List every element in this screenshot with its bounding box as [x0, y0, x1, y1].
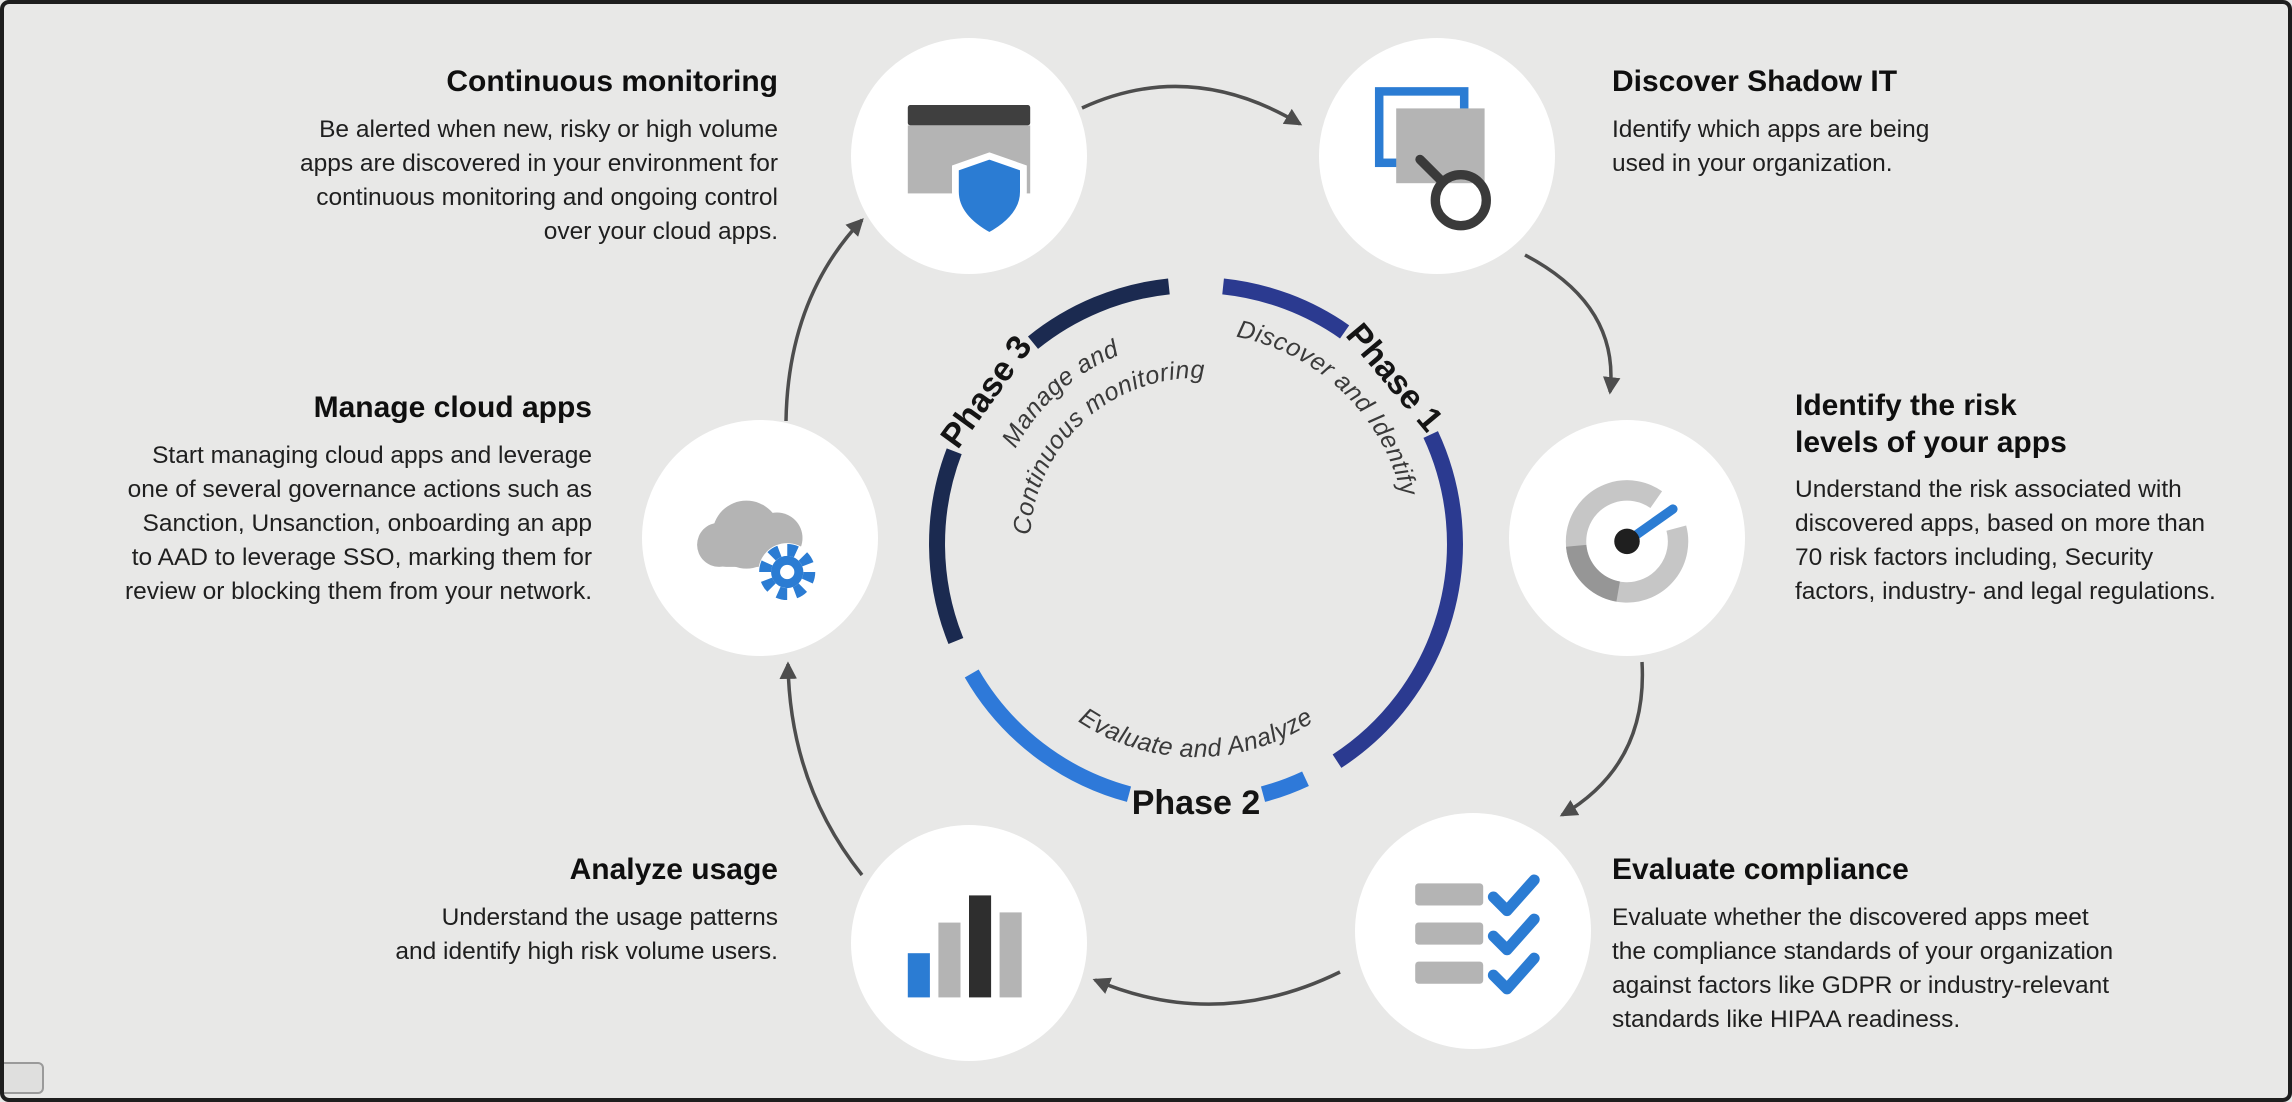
arrow-lower-left: [779, 661, 864, 877]
block-discover-shadow-it: Discover Shadow IT Identify which apps a…: [1612, 64, 2172, 181]
node-discover-shadow-it: [1319, 38, 1555, 274]
heading-analyze-usage: Analyze usage: [569, 853, 778, 886]
node-analyze-usage: [851, 825, 1087, 1061]
body-continuous-monitoring: Be alerted when new, risky or high volum…: [299, 115, 778, 245]
arrow-bottom: [1092, 970, 1341, 1006]
cloud-gear-icon: [697, 500, 817, 601]
phase-ring: Phase 1 Phase 2 Phase 3 Discover and Ide…: [929, 278, 1463, 822]
heading-manage-cloud-apps: Manage cloud apps: [313, 391, 592, 424]
cycle-arrows: [779, 84, 1645, 1006]
block-evaluate-compliance: Evaluate compliance Evaluate whether the…: [1612, 852, 2272, 1037]
window-shield-icon: [907, 105, 1031, 240]
arrow-lower-right: [1559, 661, 1645, 817]
phase1-arc-segment-b: [1332, 431, 1463, 768]
heading-evaluate-compliance: Evaluate compliance: [1612, 853, 1909, 886]
heading-continuous-monitoring: Continuous monitoring: [446, 65, 778, 98]
phase3-arc-segment-a: [929, 448, 964, 644]
block-analyze-usage: Analyze usage Understand the usage patte…: [218, 852, 778, 969]
block-continuous-monitoring: Continuous monitoring Be alerted when ne…: [138, 64, 778, 249]
block-manage-cloud-apps: Manage cloud apps Start managing cloud a…: [32, 390, 592, 609]
risk-gauge-icon: [1565, 480, 1689, 603]
arrow-upper-right: [1524, 253, 1621, 395]
node-manage-cloud-apps: [642, 420, 878, 656]
node-identify-risk-levels: [1509, 420, 1745, 656]
bar-chart-icon: [907, 895, 1022, 998]
edge-artifact: [0, 1062, 44, 1094]
phase2-descriptor: Evaluate and Analyze: [1074, 702, 1317, 763]
arrow-upper-left: [784, 218, 864, 422]
phase3-arc-segment-b: [1027, 278, 1170, 349]
phase2-arc-segment-a: [1260, 771, 1309, 802]
windows-magnifier-icon: [1374, 87, 1491, 231]
heading-discover-shadow-it: Discover Shadow IT: [1612, 65, 1898, 98]
phase2-label: Phase 2: [1132, 784, 1261, 822]
body-evaluate-compliance: Evaluate whether the discovered apps mee…: [1612, 903, 2114, 1033]
phase1-arc-segment-a: [1222, 278, 1350, 339]
node-evaluate-compliance: [1355, 813, 1591, 1049]
phase2-arc-segment-b: [964, 669, 1132, 802]
compliance-checklist-icon: [1415, 874, 1540, 995]
arrow-top: [1081, 84, 1303, 126]
node-continuous-monitoring: [851, 38, 1087, 274]
